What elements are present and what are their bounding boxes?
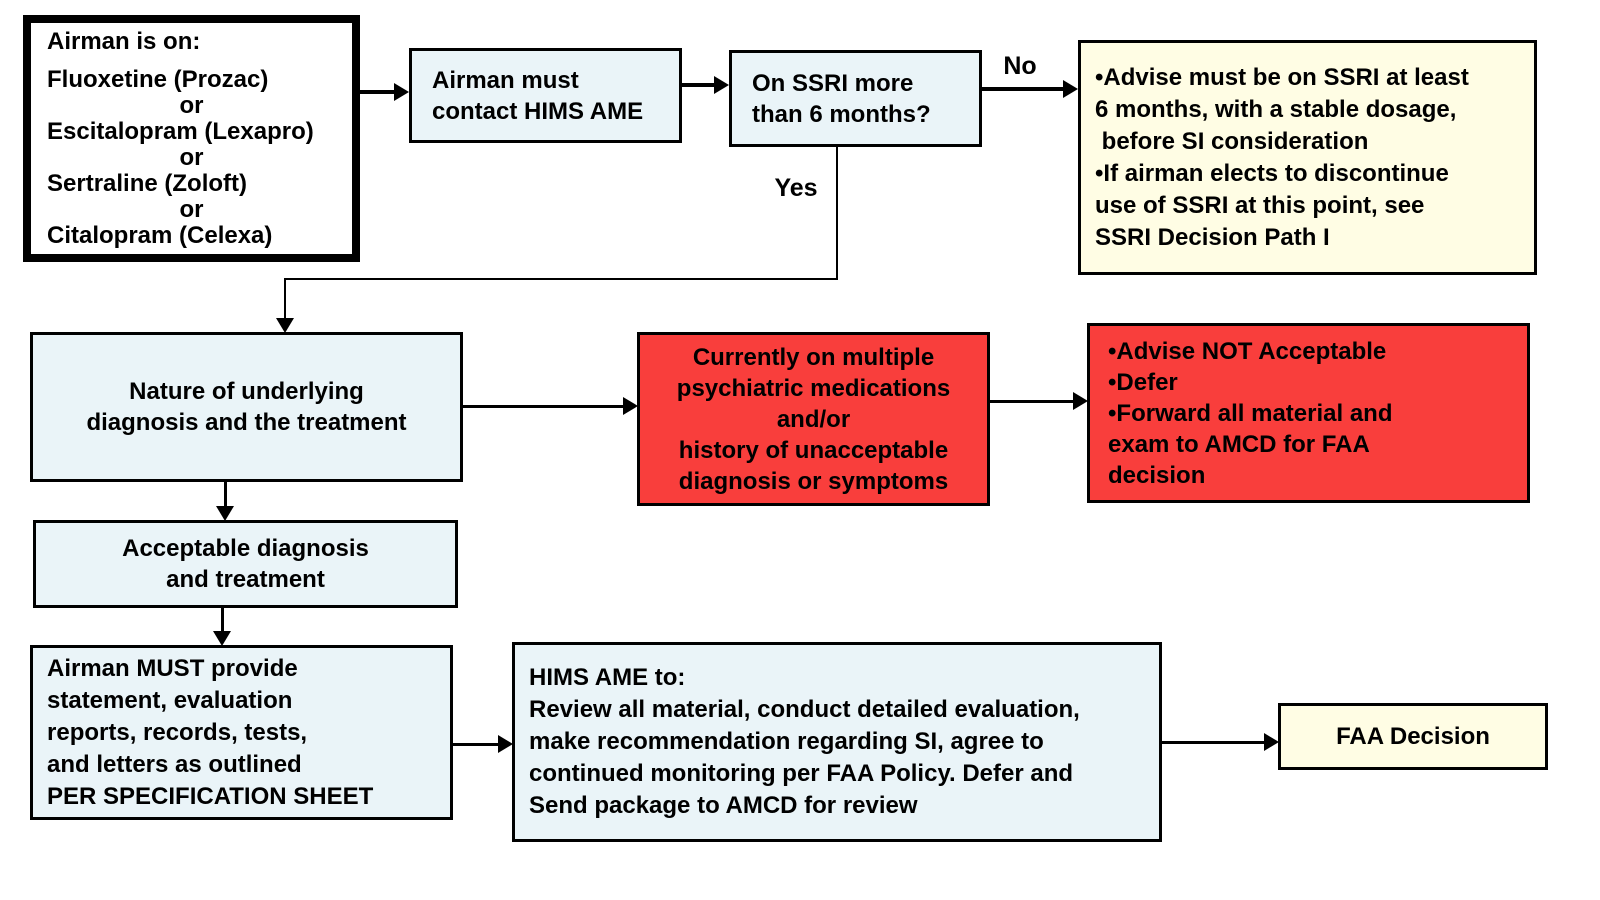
connector-line	[682, 83, 715, 87]
node-text-line: before SI consideration	[1095, 127, 1369, 155]
node-acceptable-diagnosis: Acceptable diagnosis and treatment	[33, 520, 458, 608]
node-text-line: FAA Decision	[1336, 723, 1490, 750]
node-on-ssri-6-months: On SSRI more than 6 months?	[729, 50, 982, 147]
node-text-line: diagnosis or symptoms	[678, 467, 949, 495]
node-text-line: •Defer	[1108, 368, 1178, 396]
node-text-line: •Forward all material and	[1108, 399, 1393, 427]
arrowhead-right-icon	[1264, 733, 1279, 751]
node-text-line: psychiatric medications	[676, 374, 951, 402]
node-faa-decision: FAA Decision	[1278, 703, 1548, 770]
connector-line	[284, 278, 286, 320]
node-text-line: •Advise must be on SSRI at least	[1095, 63, 1469, 91]
node-text-line: exam to AMCD for FAA	[1108, 430, 1370, 458]
node-text-line: Review all material, conduct detailed ev…	[529, 696, 1080, 723]
node-text-line: or	[179, 92, 204, 119]
node-text-line: and treatment	[166, 566, 325, 593]
arrowhead-right-icon	[394, 83, 409, 101]
arrowhead-right-icon	[714, 76, 729, 94]
arrowhead-right-icon	[1063, 80, 1078, 98]
node-text-line: Fluoxetine (Prozac)	[47, 66, 269, 93]
node-text-line: or	[179, 196, 204, 223]
node-text-line: and/or	[776, 405, 851, 433]
node-text-line: diagnosis and the treatment	[86, 409, 407, 436]
node-text-line: •If airman elects to discontinue	[1095, 159, 1449, 187]
node-nature-of-diagnosis: Nature of underlying diagnosis and the t…	[30, 332, 463, 482]
connector-line	[221, 608, 224, 633]
connector-line	[836, 147, 838, 280]
node-text-line: make recommendation regarding SI, agree …	[529, 728, 1044, 755]
node-text-line: PER SPECIFICATION SHEET	[47, 782, 374, 810]
node-text-line: decision	[1108, 461, 1206, 489]
node-text-line: Airman is on:	[47, 28, 201, 55]
node-text-line: history of unacceptable	[678, 436, 949, 464]
branch-label-no: No	[1003, 52, 1037, 80]
node-text-line: statement, evaluation	[47, 686, 293, 714]
node-airman-must-provide: Airman MUST provide statement, evaluatio…	[30, 645, 453, 820]
connector-line	[224, 482, 227, 508]
arrowhead-down-icon	[213, 631, 231, 646]
node-text-line: Airman must	[432, 66, 579, 94]
node-text-line: than 6 months?	[752, 100, 931, 128]
node-text-line: On SSRI more	[752, 69, 914, 97]
node-text-line: Send package to AMCD for review	[529, 792, 918, 819]
node-hims-ame-review: HIMS AME to: Review all material, conduc…	[512, 642, 1162, 842]
connector-line	[357, 90, 397, 94]
arrowhead-right-icon	[1073, 392, 1088, 410]
node-advise-ssri-minimum: •Advise must be on SSRI at least 6 month…	[1078, 40, 1537, 275]
connector-line	[990, 400, 1074, 403]
node-text-line: SSRI Decision Path I	[1095, 223, 1330, 251]
node-text-line: •Advise NOT Acceptable	[1108, 337, 1387, 365]
node-text-line: Nature of underlying	[129, 378, 364, 405]
node-text-line: continued monitoring per FAA Policy. Def…	[529, 760, 1074, 787]
node-text-line: and letters as outlined	[47, 750, 302, 778]
node-contact-hims-ame: Airman must contact HIMS AME	[409, 48, 682, 143]
connector-line	[982, 87, 1064, 91]
arrowhead-right-icon	[498, 735, 513, 753]
connector-line	[284, 278, 838, 280]
node-text-line: Airman MUST provide	[47, 654, 298, 682]
arrowhead-down-icon	[276, 318, 294, 333]
node-text-line: use of SSRI at this point, see	[1095, 191, 1425, 219]
connector-line	[453, 743, 500, 746]
arrowhead-right-icon	[623, 397, 638, 415]
node-text-line: Sertraline (Zoloft)	[47, 170, 248, 197]
connector-line	[463, 405, 625, 408]
node-text-line: Currently on multiple	[692, 343, 935, 371]
node-text-line: Acceptable diagnosis	[122, 535, 369, 562]
node-multiple-medications: Currently on multiple psychiatric medica…	[637, 332, 990, 506]
node-text-line: HIMS AME to:	[529, 664, 686, 691]
connector-line	[1162, 741, 1265, 744]
node-airman-is-on: Airman is on: Fluoxetine (Prozac) or Esc…	[23, 15, 360, 262]
node-text-line: Citalopram (Celexa)	[47, 222, 273, 249]
node-text-line: contact HIMS AME	[432, 97, 644, 125]
node-text-line: reports, records, tests,	[47, 718, 308, 746]
arrowhead-down-icon	[216, 506, 234, 521]
node-text-line: 6 months, with a stable dosage,	[1095, 95, 1457, 123]
node-advise-not-acceptable: •Advise NOT Acceptable •Defer •Forward a…	[1087, 323, 1530, 503]
node-text-line: or	[179, 144, 204, 171]
branch-label-yes: Yes	[774, 174, 818, 202]
node-text-line: Escitalopram (Lexapro)	[47, 118, 314, 145]
